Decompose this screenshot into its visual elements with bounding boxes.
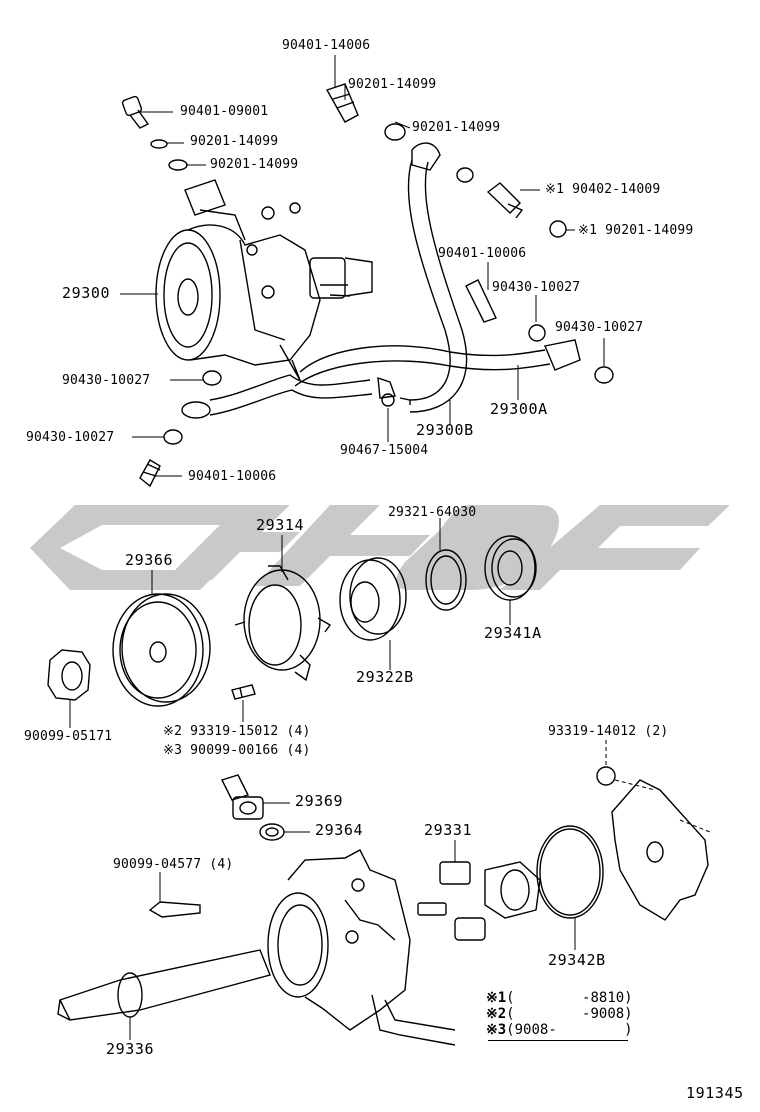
nut-90099-05171 — [47, 649, 91, 701]
label-29364: 29364 — [315, 821, 364, 839]
legend-range: ( -9008) — [506, 1006, 633, 1022]
hose-29300a — [299, 345, 546, 373]
legend-row: ※2( -9008) — [486, 1006, 633, 1022]
diagram-reference-number: 191345 — [686, 1084, 744, 1102]
label-90201-14099: 90201-14099 — [210, 157, 299, 172]
bearing-29322b — [339, 557, 407, 641]
label-90401-10006: 90401-10006 — [438, 246, 527, 261]
label-29341a: 29341A — [484, 624, 542, 642]
label-90201-14099: 90201-14099 — [190, 134, 279, 149]
label-90201-14099: 90201-14099 — [348, 77, 437, 92]
label-29331: 29331 — [424, 821, 473, 839]
label-29321-64030: 29321-64030 — [388, 505, 477, 520]
legend-mark: ※3 — [486, 1022, 507, 1038]
legend-range: ( -8810) — [506, 990, 633, 1006]
label-29336: 29336 — [106, 1040, 155, 1058]
pulley-29366 — [112, 593, 211, 707]
label-29300: 29300 — [62, 284, 111, 302]
shaft-29336 — [57, 949, 271, 1021]
leader-lines — [69, 55, 711, 1040]
label-29366: 29366 — [125, 551, 174, 569]
label-29342b: 29342B — [548, 951, 606, 969]
label-90430-10027: 90430-10027 — [555, 320, 644, 335]
label-90402-14009: ※1 90402-14009 — [545, 182, 661, 197]
watermark — [30, 505, 730, 590]
label-90099-05171: 90099-05171 — [24, 729, 113, 744]
legend-mark: ※1 — [486, 990, 507, 1006]
label-29322b: 29322B — [356, 668, 414, 686]
label-90430-10027: 90430-10027 — [26, 430, 115, 445]
label-29300a: 29300A — [490, 400, 548, 418]
label-90201-14099: 90201-14099 — [412, 120, 501, 135]
label-90099-04577: 90099-04577 (4) — [113, 857, 234, 872]
legend-row: ※1( -8810) — [486, 990, 633, 1006]
legend: ※1( -8810) ※2( -9008) ※3(9008- ) — [486, 990, 633, 1038]
label-90430-10027: 90430-10027 — [62, 373, 151, 388]
legend-mark: ※2 — [486, 1006, 507, 1022]
label-93319-15012: ※2 93319-15012 (4) — [163, 724, 311, 739]
label-93319-14012: 93319-14012 (2) — [548, 724, 669, 739]
label-29314: 29314 — [256, 516, 305, 534]
hose-lower — [209, 374, 371, 401]
label-90099-00166: ※3 90099-00166 (4) — [163, 743, 311, 758]
label-90401-09001: 90401-09001 — [180, 104, 269, 119]
label-29300b: 29300B — [416, 421, 474, 439]
label-90401-14006: 90401-14006 — [282, 38, 371, 53]
fittings-top — [121, 83, 614, 384]
label-90430-10027: 90430-10027 — [492, 280, 581, 295]
label-90401-10006: 90401-10006 — [188, 469, 277, 484]
label-29369: 29369 — [295, 792, 344, 810]
label-90201-14099: ※1 90201-14099 — [578, 223, 694, 238]
hose-29300b — [399, 159, 451, 401]
pump-29300 — [155, 179, 373, 381]
legend-row: ※3(9008- ) — [486, 1022, 633, 1038]
legend-range: (9008- ) — [506, 1022, 633, 1038]
pump-housing-lower — [267, 849, 456, 1046]
label-90467-15004: 90467-15004 — [340, 443, 429, 458]
legend-underline — [488, 1040, 628, 1041]
